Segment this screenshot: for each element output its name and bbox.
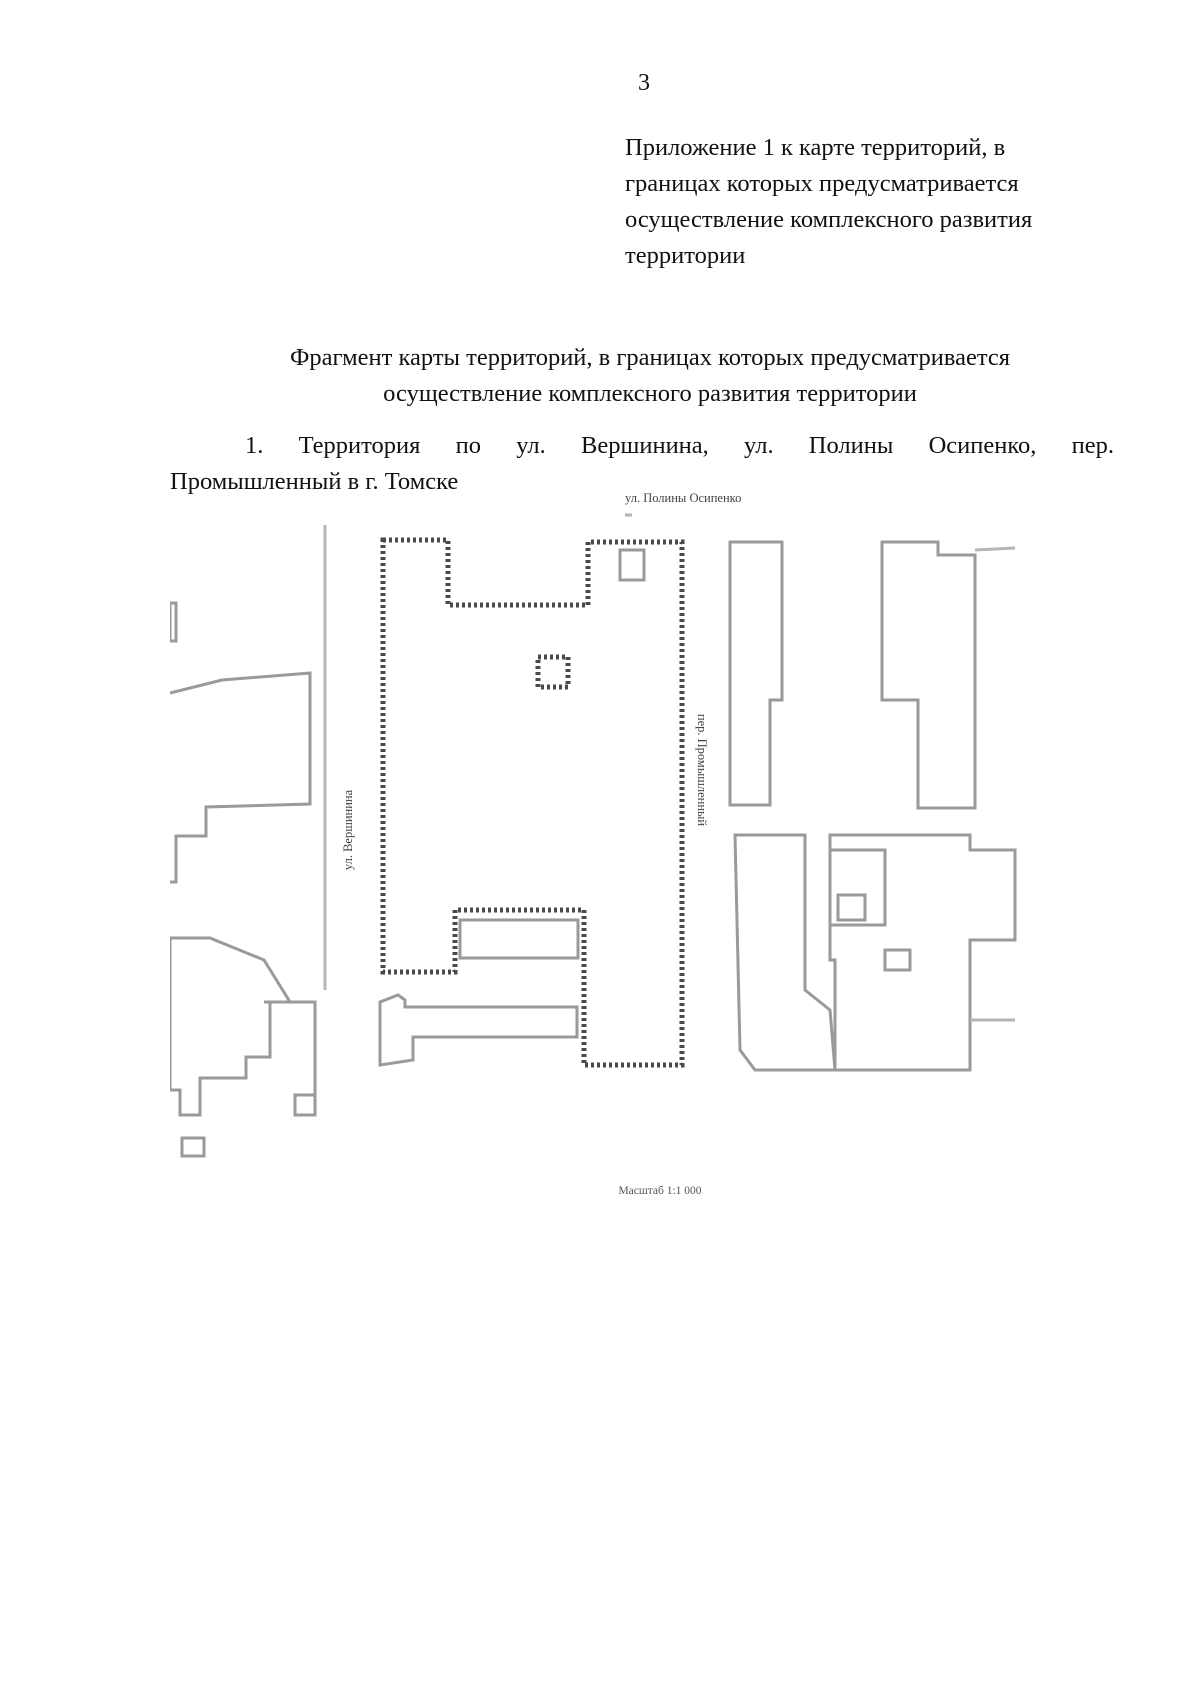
building-outline (378, 993, 579, 1067)
appendix-line: территории (625, 242, 746, 269)
building-outline (880, 540, 977, 810)
building-outline (733, 833, 837, 1072)
building-outline (170, 936, 293, 1117)
territory-item-line: 1. Территория по ул. Вершинина, ул. Поли… (245, 432, 1114, 459)
territory-boundary (380, 537, 685, 1068)
map-drawing: ул. Полины Осипенко ул. Вершинина пер. П… (170, 491, 1017, 1158)
street-label-left: ул. Вершинина (341, 789, 355, 870)
building-outline (180, 1136, 206, 1158)
map-heading: Фрагмент карты территорий, в границах ко… (170, 340, 1130, 412)
territory-boundary-inner (535, 654, 571, 690)
building-outline (728, 540, 784, 807)
building-outline (828, 833, 1017, 1072)
building-outline (618, 548, 646, 582)
territory-item-line: Промышленный в г. Томске (170, 468, 459, 495)
building-outline (883, 948, 912, 972)
road-line (974, 546, 1016, 552)
street-label-top: ул. Полины Осипенко (625, 491, 741, 505)
appendix-line: осуществление комплексного развития (625, 206, 1033, 233)
map-scale: Масштаб 1:1 000 (618, 1185, 702, 1197)
building-outline (458, 918, 580, 960)
building-outline (828, 848, 887, 927)
territory-item: 1. Территория по ул. Вершинина, ул. Поли… (170, 428, 1114, 500)
street-label-right: пер. Промышленный (695, 714, 709, 827)
building-outline (170, 671, 312, 884)
appendix-line: Приложение 1 к карте территорий, в (625, 134, 1006, 161)
building-outline (836, 893, 867, 922)
building-outline (170, 601, 178, 643)
building-outline (264, 1000, 317, 1117)
appendix-line: границах которых предусматривается (625, 170, 1019, 197)
heading-line: Фрагмент карты территорий, в границах ко… (289, 344, 1011, 371)
appendix-note: Приложение 1 к карте территорий, в грани… (625, 130, 1145, 274)
heading-line: осуществление комплексного развития терр… (383, 380, 917, 407)
territory-map: ул. Полины Осипенко ул. Вершинина пер. П… (170, 490, 1115, 1200)
page-number: 3 (638, 70, 650, 96)
